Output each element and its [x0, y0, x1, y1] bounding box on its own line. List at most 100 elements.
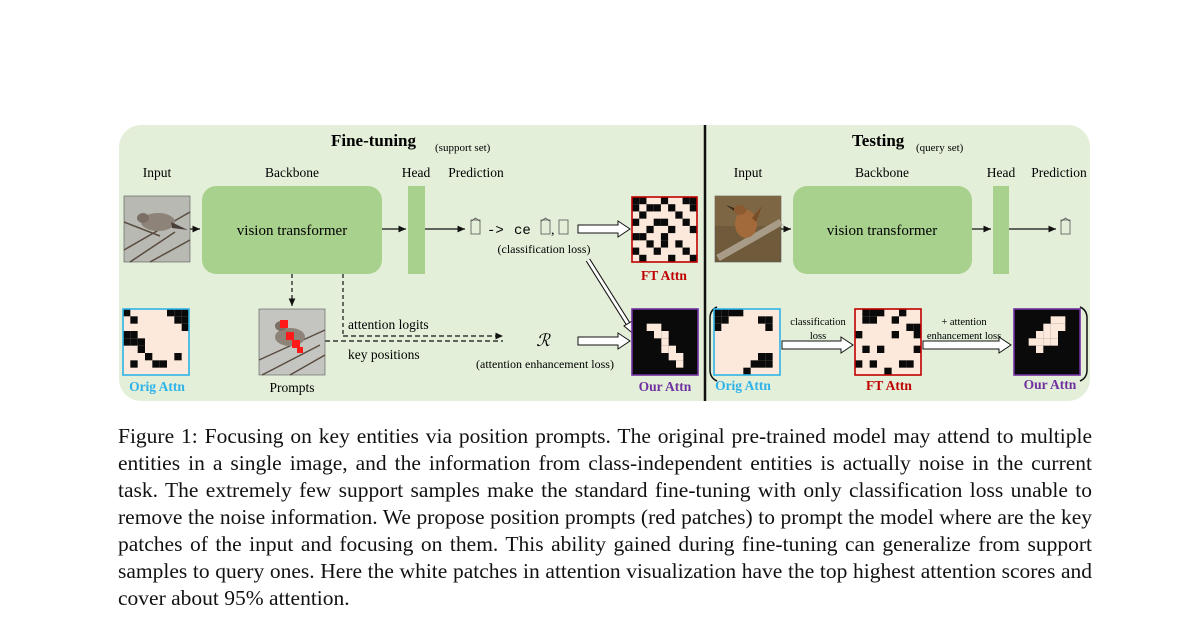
attn-patch — [855, 331, 863, 339]
finetune-vit-label: vision transformer — [237, 223, 347, 239]
attn-patch — [862, 345, 870, 353]
classification-loss-label: (classification loss) — [498, 242, 591, 256]
attn-patch — [884, 367, 892, 375]
attn-map-border — [854, 308, 922, 376]
finetune-orig-attn-label: Orig Attn — [129, 379, 185, 394]
attn-patch — [862, 309, 870, 317]
attn-patch — [1036, 338, 1044, 346]
attn-patch — [1036, 331, 1044, 339]
attn-patch — [639, 211, 647, 219]
attn-patch — [682, 197, 690, 205]
attn-patch — [689, 204, 697, 212]
attn-patch — [1050, 316, 1058, 324]
finetune-our-attn-map — [631, 308, 699, 376]
attn-patch — [906, 360, 914, 368]
attn-patch — [668, 254, 676, 262]
key-positions-label: key positions — [348, 347, 420, 362]
testing-enh-loss-label-2: enhancement loss — [927, 331, 1001, 342]
attn-patch — [1043, 338, 1051, 346]
testing-ft-attn-label: FT Attn — [866, 378, 912, 393]
testing-head-label: Head — [987, 165, 1016, 180]
testing-our-attn-label: Our Attn — [1024, 377, 1077, 392]
attn-patch — [913, 345, 921, 353]
attn-patch — [661, 331, 669, 339]
attn-patch — [913, 331, 921, 339]
attn-patch — [181, 309, 189, 317]
attn-patch — [899, 309, 907, 317]
finetune-orig-attn-map — [122, 308, 190, 376]
testing-vit-block — [793, 186, 972, 274]
attn-patch — [1058, 316, 1066, 324]
attn-patch — [668, 204, 676, 212]
attn-map-border — [631, 196, 698, 263]
attn-patch — [869, 360, 877, 368]
attn-patch — [714, 316, 722, 324]
attn-patch — [639, 197, 647, 205]
attn-patch — [174, 353, 182, 361]
testing-prediction-label: Prediction — [1031, 165, 1087, 180]
testing-hollow-arrow-1 — [781, 336, 854, 354]
attn-patch — [660, 233, 669, 241]
prompt-red-patch — [280, 320, 288, 328]
testing-subtitle: (query set) — [916, 142, 964, 154]
attn-patch — [646, 204, 654, 212]
attn-patch — [646, 323, 654, 331]
testing-title: Testing — [852, 131, 905, 150]
attn-patch — [130, 360, 138, 368]
testing-ft-attn-map — [854, 308, 922, 376]
attn-patch — [862, 316, 870, 324]
attn-patch — [632, 197, 640, 205]
attn-patch — [653, 204, 661, 212]
testing-head-block — [993, 186, 1009, 274]
attn-patch — [855, 360, 863, 368]
attn-patch — [660, 197, 669, 205]
attn-patch — [743, 367, 751, 375]
attn-patch — [736, 309, 744, 317]
attn-patch — [137, 345, 145, 353]
attention-enhancement-loss-label: (attention enhancement loss) — [476, 357, 614, 371]
attn-patch — [877, 309, 885, 317]
prompts-image — [258, 308, 326, 376]
attn-patch — [653, 218, 661, 226]
attn-patch — [891, 316, 899, 324]
attn-map-border — [1013, 308, 1081, 376]
testing-right-bracket — [1079, 306, 1088, 382]
testing-input-image — [714, 195, 783, 263]
attn-patch — [689, 254, 697, 262]
prediction-symbol — [470, 219, 481, 235]
attn-patch — [676, 353, 684, 361]
attn-patch — [728, 309, 736, 317]
attn-patch — [891, 331, 899, 339]
finetune-section: Fine-tuning (support set) Input Backbone… — [122, 131, 699, 395]
attn-patch — [675, 211, 683, 219]
testing-input-label: Input — [734, 165, 763, 180]
attn-patch — [899, 360, 907, 368]
ce-label: ce — [514, 223, 531, 239]
finetune-vit-block — [202, 186, 382, 274]
prompts-label: Prompts — [269, 380, 314, 395]
ce-label-symbol — [558, 219, 569, 235]
attn-patch — [765, 316, 773, 324]
attn-patch — [1050, 331, 1058, 339]
finetune-head-block — [408, 186, 425, 274]
testing-vit-label: vision transformer — [827, 223, 937, 239]
attn-patch — [137, 338, 145, 346]
testing-cls-loss-label-2: loss — [810, 331, 826, 342]
attn-patch — [152, 360, 160, 368]
attn-patch — [765, 353, 773, 361]
attn-patch — [758, 353, 766, 361]
finetune-ft-attn-label: FT Attn — [641, 268, 687, 283]
attn-patch — [646, 225, 654, 234]
attn-patch — [639, 233, 647, 241]
attn-patch — [660, 218, 669, 226]
attn-map-border — [631, 308, 699, 376]
attn-patch — [130, 338, 138, 346]
attn-patch — [913, 323, 921, 331]
attn-patch — [689, 197, 697, 205]
attn-patch — [632, 233, 640, 241]
attn-patch — [654, 331, 662, 339]
finetune-backbone-label: Backbone — [265, 165, 319, 180]
attn-patch — [646, 240, 654, 248]
attn-patch — [661, 338, 669, 346]
attn-patch — [632, 218, 640, 226]
